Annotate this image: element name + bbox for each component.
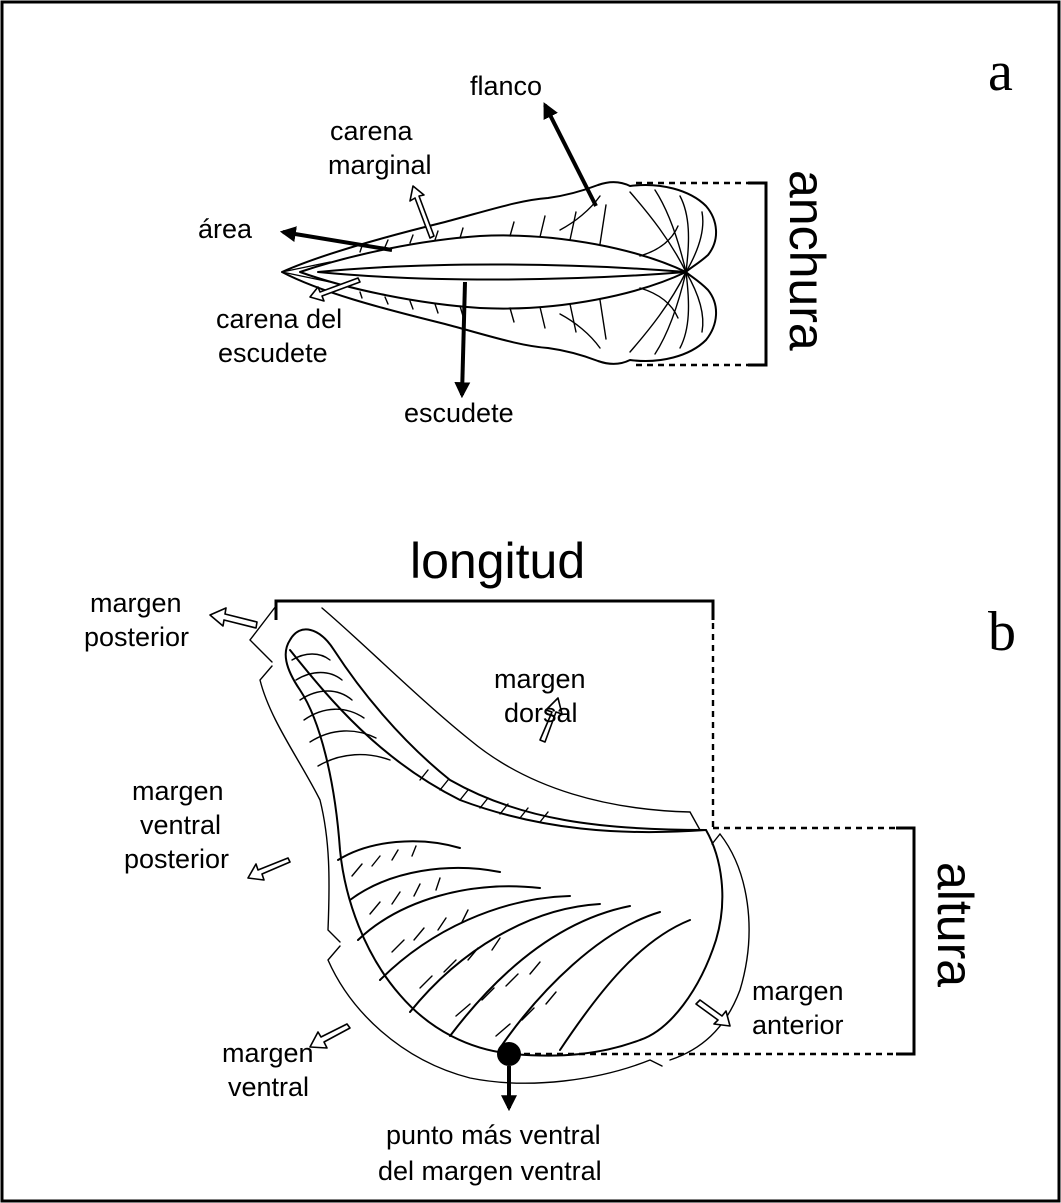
longitud-bracket [276,601,713,620]
margen-anterior-bracket [670,834,749,1060]
margen-posterior-label-2: posterior [84,622,189,652]
margen-anterior-arrow [696,1000,730,1026]
margen-ventral-label-1: margen [222,1038,314,1068]
margen-ventral-label-2: ventral [228,1072,309,1102]
margen-posterior-label-1: margen [90,588,182,618]
panel-b-letter: b [988,601,1016,663]
margen-anterior-label-1: margen [752,976,844,1006]
margen-ventral-posterior-label-2: ventral [140,810,221,840]
panel-b: b longitud altura [84,533,1016,1186]
flanco-arrow [545,105,596,206]
margen-ventral-posterior-arrow [248,858,290,880]
margen-ventral-posterior-label-3: posterior [124,844,229,874]
flanco-label: flanco [470,71,542,101]
margen-ventral-posterior-label-1: margen [132,776,224,806]
anchura-label: anchura [779,170,835,351]
altura-label: altura [927,862,983,987]
margen-anterior-label-2: anterior [752,1010,844,1040]
carena-escudete-label-2: escudete [218,338,328,368]
escudete-arrow [462,282,465,395]
carena-marginal-label-1: carena [330,116,414,146]
punto-mas-ventral-label-1: punto más ventral [386,1120,601,1150]
margen-posterior-arrow [210,608,257,628]
margen-dorsal-label-2: dorsal [504,698,578,728]
carena-marginal-label-2: marginal [328,150,432,180]
punto-mas-ventral-label-2: del margen ventral [378,1156,602,1186]
altura-bracket [896,828,914,1054]
carena-escudete-arrow [310,278,360,301]
margen-ventral-arrow [310,1024,350,1048]
panel-a: a [198,41,1013,428]
panel-a-letter: a [988,41,1013,103]
margen-ventral-posterior-bracket [260,666,340,942]
anchura-bracket [748,183,766,365]
shell-top-view [282,182,716,364]
margen-posterior-bracket [250,606,276,662]
longitud-label: longitud [410,533,585,589]
escudete-label: escudete [404,398,514,428]
margen-dorsal-label-1: margen [494,664,586,694]
punto-mas-ventral-dot [497,1042,521,1066]
carena-escudete-label-1: carena del [216,304,342,334]
area-label: área [198,214,253,244]
